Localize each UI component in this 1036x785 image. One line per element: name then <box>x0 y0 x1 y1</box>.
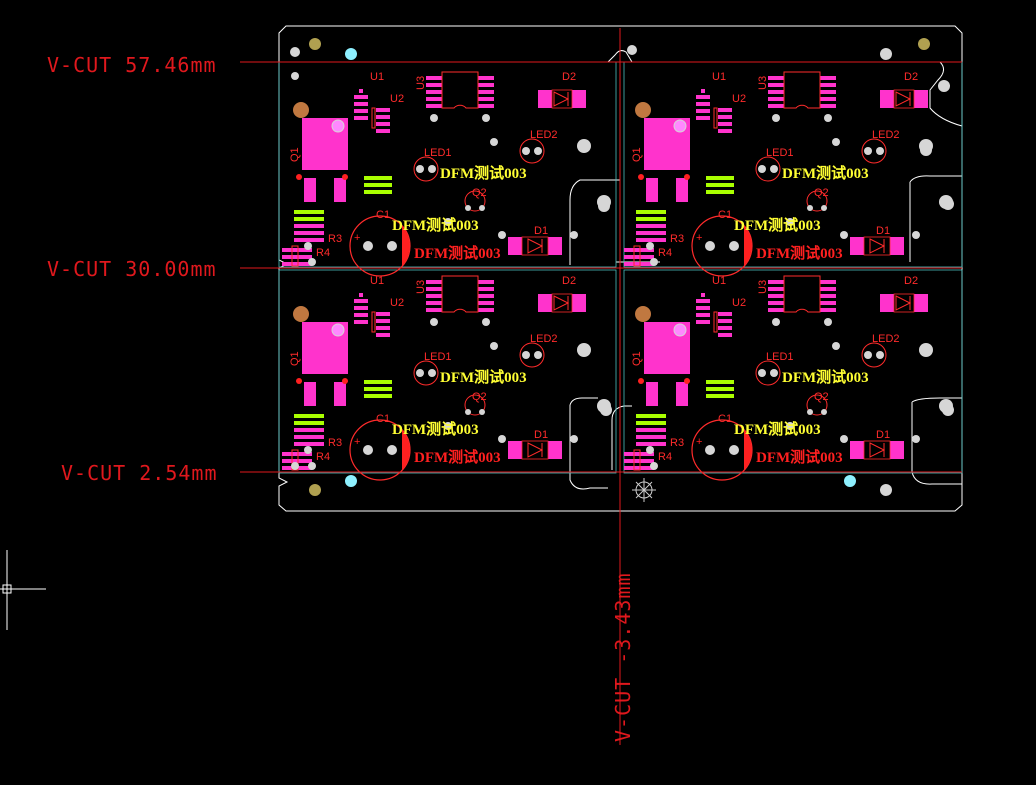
panel-notch-right-top <box>909 61 963 262</box>
refdes-d2: D2 <box>562 71 576 83</box>
silk-yellow-1: DFM测试003 <box>782 368 869 386</box>
vcut-label-vertical: V-CUT -3.43mm <box>611 572 635 742</box>
refdes-u2: U2 <box>732 297 746 309</box>
silk-red: DFM测试003 <box>756 244 843 262</box>
refdes-d1: D1 <box>876 225 890 237</box>
silk-yellow-2: DFM测试003 <box>392 420 479 438</box>
refdes-r4: R4 <box>658 451 672 463</box>
silk-yellow-2: DFM测试003 <box>392 216 479 234</box>
refdes-top-right: U1 U2 U3 D2 Q1 LED1 LED2 Q2 C1 R3 R4 D1 … <box>631 71 918 262</box>
tooling-hole <box>942 198 954 210</box>
tooling-hole <box>880 48 892 60</box>
silk-yellow-1: DFM测试003 <box>440 368 527 386</box>
refdes-q1: Q1 <box>289 351 301 366</box>
refdes-u2: U2 <box>390 297 404 309</box>
refdes-d1: D1 <box>534 225 548 237</box>
refdes-r3: R3 <box>670 437 684 449</box>
tooling-hole <box>920 144 932 156</box>
refdes-c1: C1 <box>718 209 732 221</box>
refdes-led2: LED2 <box>530 129 558 141</box>
refdes-u1: U1 <box>712 71 726 83</box>
refdes-led2: LED2 <box>872 333 900 345</box>
fiducial-olive <box>918 38 930 50</box>
refdes-led2: LED2 <box>872 129 900 141</box>
origin-star-icon <box>632 478 656 502</box>
subboard-outline-bl <box>278 269 617 474</box>
refdes-q1: Q1 <box>631 147 643 162</box>
silk-yellow-2: DFM测试003 <box>734 420 821 438</box>
tooling-hole <box>600 404 612 416</box>
refdes-u1: U1 <box>370 71 384 83</box>
refdes-r3: R3 <box>670 233 684 245</box>
refdes-q1: Q1 <box>289 147 301 162</box>
refdes-led2: LED2 <box>530 333 558 345</box>
refdes-d1: D1 <box>534 429 548 441</box>
fiducial-olive <box>309 484 321 496</box>
silk-red: DFM测试003 <box>414 448 501 466</box>
tooling-hole <box>627 45 637 55</box>
refdes-d2: D2 <box>562 275 576 287</box>
silk-yellow-1: DFM测试003 <box>782 164 869 182</box>
cad-crosshair-cursor[interactable] <box>0 550 46 630</box>
tooling-hole <box>291 72 299 80</box>
fiducial-cyan <box>345 475 357 487</box>
refdes-r3: R3 <box>328 233 342 245</box>
refdes-c1: C1 <box>718 413 732 425</box>
refdes-d2: D2 <box>904 275 918 287</box>
refdes-q1: Q1 <box>631 351 643 366</box>
tooling-hole <box>598 200 610 212</box>
refdes-r3: R3 <box>328 437 342 449</box>
vcut-label-top: V-CUT 57.46mm <box>47 53 217 77</box>
vcut-label-bottom: V-CUT 2.54mm <box>61 461 218 485</box>
silk-red: DFM测试003 <box>414 244 501 262</box>
refdes-r4: R4 <box>316 451 330 463</box>
subboard-outline-br <box>623 269 963 474</box>
tooling-hole <box>291 462 299 470</box>
refdes-u1: U1 <box>370 275 384 287</box>
refdes-r4: R4 <box>658 247 672 259</box>
refdes-q2: Q2 <box>814 187 829 199</box>
refdes-u3: U3 <box>415 76 427 90</box>
refdes-led1: LED1 <box>424 147 452 159</box>
refdes-d2: D2 <box>904 71 918 83</box>
refdes-u3: U3 <box>757 76 769 90</box>
refdes-c1: C1 <box>376 209 390 221</box>
refdes-u3: U3 <box>757 280 769 294</box>
refdes-c1: C1 <box>376 413 390 425</box>
fiducial-cyan <box>844 475 856 487</box>
refdes-bottom-left: U1 U2 U3 D2 Q1 LED1 LED2 Q2 C1 R3 R4 D1 … <box>289 275 576 466</box>
vcut-label-mid: V-CUT 30.00mm <box>47 257 217 281</box>
fiducial-cyan <box>345 48 357 60</box>
fiducial-olive <box>880 484 892 496</box>
refdes-d1: D1 <box>876 429 890 441</box>
silk-red: DFM测试003 <box>756 448 843 466</box>
refdes-q2: Q2 <box>472 187 487 199</box>
refdes-u2: U2 <box>390 93 404 105</box>
refdes-top-left: U1 U2 U3 D2 Q1 LED1 LED2 Q2 C1 R3 R4 D1 … <box>289 71 576 262</box>
tooling-hole <box>942 404 954 416</box>
refdes-u3: U3 <box>415 280 427 294</box>
panel-notch-right-bottom <box>911 397 962 485</box>
refdes-led1: LED1 <box>424 351 452 363</box>
refdes-bottom-right: U1 U2 U3 D2 Q1 LED1 LED2 Q2 C1 R3 R4 D1 … <box>631 275 918 466</box>
silk-yellow-1: DFM测试003 <box>440 164 527 182</box>
refdes-led1: LED1 <box>766 147 794 159</box>
tooling-hole-tl <box>290 47 300 57</box>
refdes-led1: LED1 <box>766 351 794 363</box>
refdes-u1: U1 <box>712 275 726 287</box>
refdes-q2: Q2 <box>814 391 829 403</box>
silk-yellow-2: DFM测试003 <box>734 216 821 234</box>
tooling-hole <box>938 80 950 92</box>
refdes-q2: Q2 <box>472 391 487 403</box>
fiducial-olive <box>309 38 321 50</box>
refdes-r4: R4 <box>316 247 330 259</box>
refdes-u2: U2 <box>732 93 746 105</box>
